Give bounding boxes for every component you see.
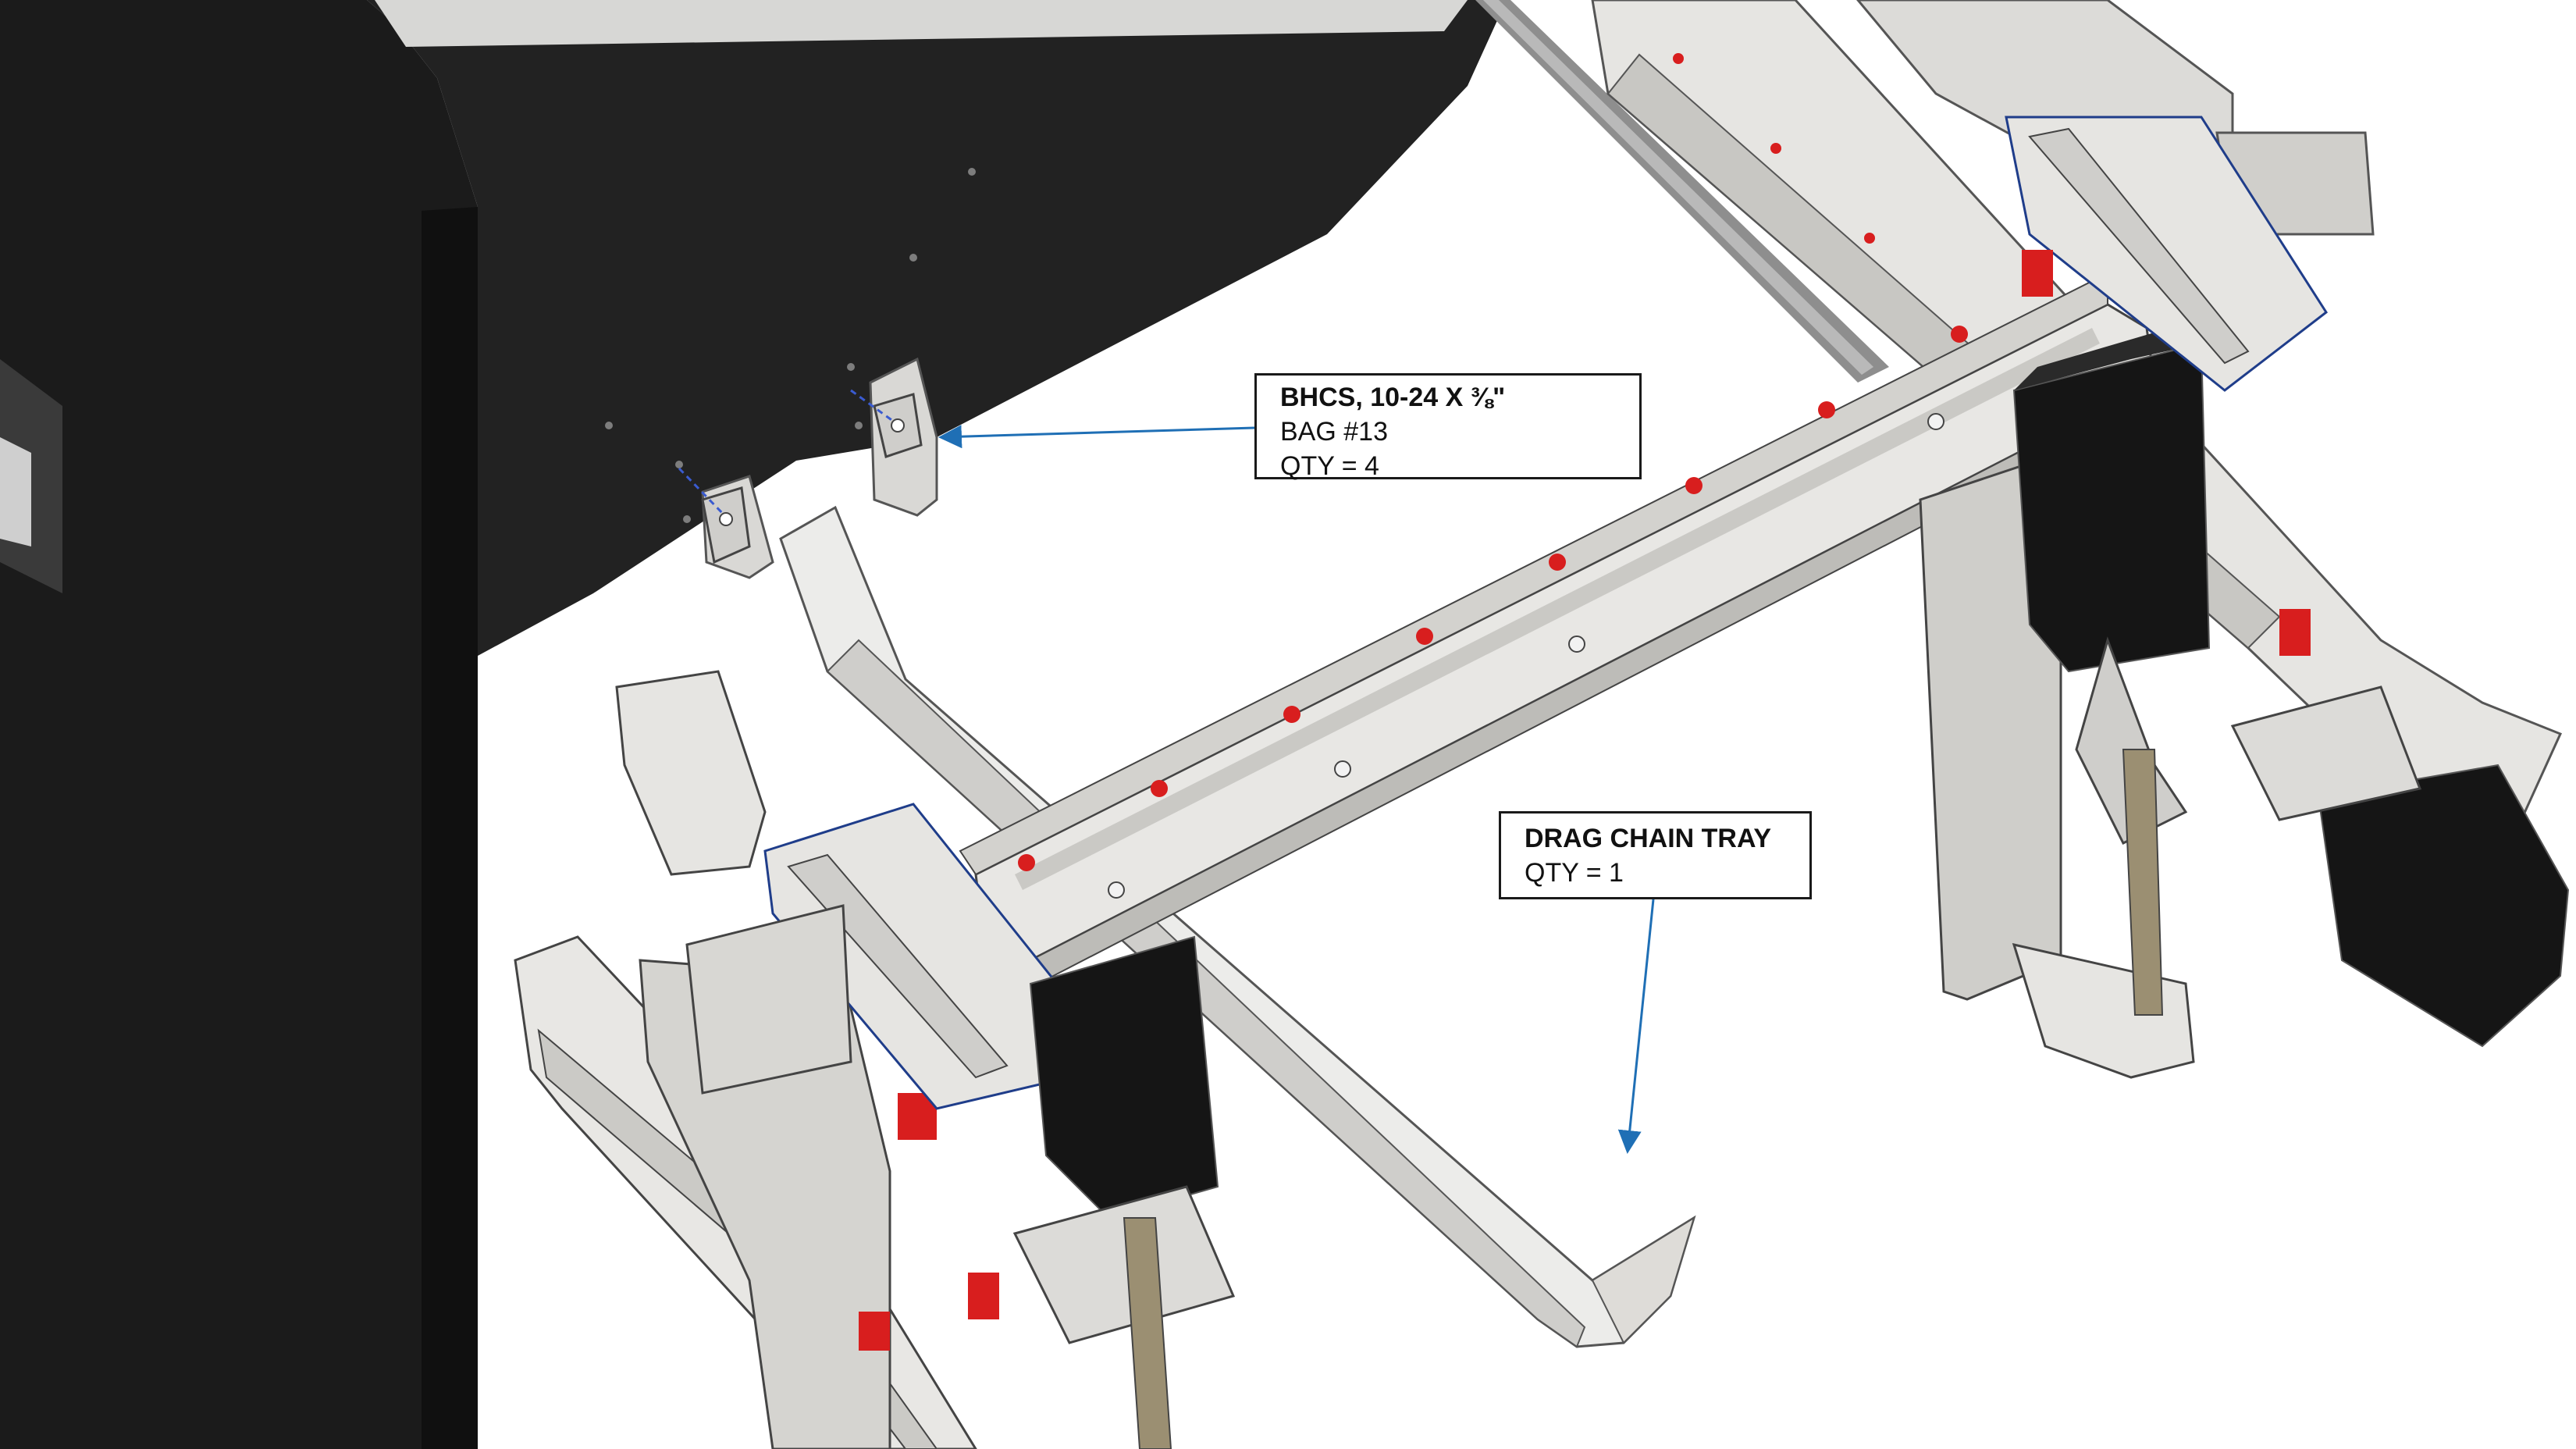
x-gantry-beam bbox=[959, 272, 2156, 985]
machine-frame bbox=[0, 0, 1507, 1449]
stepper-motor-right bbox=[2230, 685, 2570, 1048]
ball-screw-top bbox=[1475, 0, 1889, 383]
rail-bolt-holes bbox=[1018, 326, 1968, 871]
callout-tray-title: DRAG CHAIN TRAY bbox=[1525, 824, 1772, 853]
callout-bhcs-title: BHCS, 10-24 X ⅜" bbox=[1280, 383, 1506, 412]
leader-lines bbox=[938, 425, 1655, 1154]
callout-bhcs-bag: BAG #13 bbox=[1280, 417, 1388, 447]
leader-bhcs bbox=[938, 425, 1255, 449]
callout-drag-chain-tray: DRAG CHAIN TRAY QTY = 1 bbox=[1499, 811, 1812, 899]
callout-tray-qty: QTY = 1 bbox=[1525, 858, 1624, 888]
z-carriage-right bbox=[1919, 116, 2329, 1079]
leader-drag-chain-tray bbox=[1617, 899, 1655, 1154]
callout-bhcs-qty: QTY = 4 bbox=[1280, 451, 1379, 481]
drag-chain-mount-brackets bbox=[678, 389, 923, 564]
z-carriage-left bbox=[685, 803, 1236, 1449]
callout-bhcs: BHCS, 10-24 X ⅜" BAG #13 QTY = 4 bbox=[1254, 373, 1642, 481]
